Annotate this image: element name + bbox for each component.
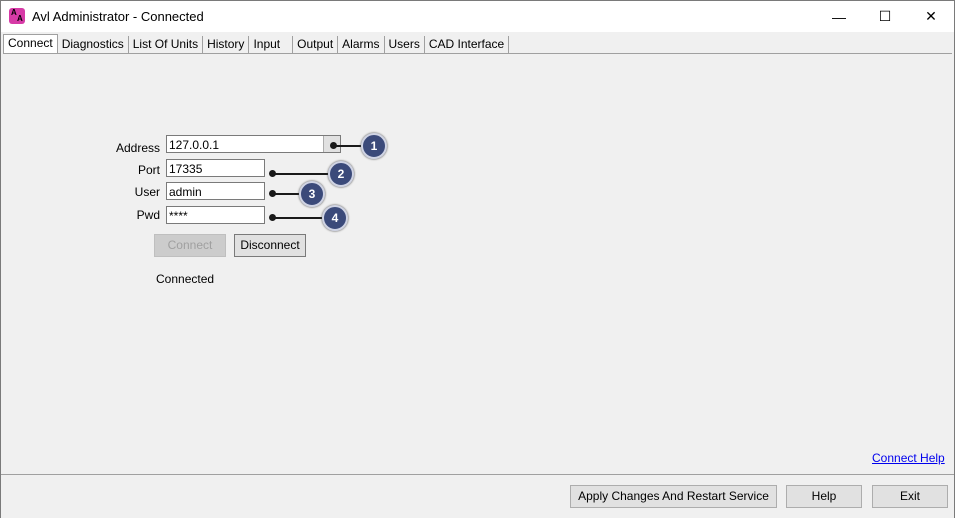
callout-dot [269,214,276,221]
tab-connect[interactable]: Connect [3,34,58,54]
connection-status: Connected [156,272,215,286]
tab-output[interactable]: Output [293,36,339,53]
maximize-button[interactable]: ☐ [862,1,908,32]
connect-panel: Address 127.0.0.1 Port 17335 User admin … [3,53,952,474]
callout-line [273,193,300,195]
address-value: 127.0.0.1 [169,138,220,152]
address-label: Address [115,141,160,155]
tab-history[interactable]: History [203,36,250,53]
help-button[interactable]: Help [786,485,862,508]
user-input[interactable]: admin [166,182,265,200]
pwd-input[interactable]: **** [166,206,265,224]
tab-cad-interface[interactable]: CAD Interface [424,36,510,53]
maximize-icon: ☐ [878,8,892,24]
callout-line [334,145,362,147]
callout-dot [269,170,276,177]
address-combobox[interactable]: 127.0.0.1 [166,135,341,153]
user-label: User [134,185,160,199]
tab-input[interactable]: Input [249,36,294,53]
pwd-label: Pwd [136,208,160,222]
close-icon: ✕ [925,8,937,24]
callout-dot [330,142,337,149]
callout-badge-3: 3 [299,181,325,207]
window-title: Avl Administrator - Connected [32,9,204,24]
port-input[interactable]: 17335 [166,159,265,177]
exit-button[interactable]: Exit [872,485,948,508]
minimize-icon: — [832,8,846,25]
connect-button[interactable]: Connect [154,234,226,257]
callout-badge-2: 2 [328,161,354,187]
callout-line [273,173,329,175]
close-button[interactable]: ✕ [908,1,954,32]
tab-users[interactable]: Users [384,36,425,53]
footer-bar: Apply Changes And Restart Service Help E… [1,474,954,518]
tab-list-of-units[interactable]: List Of Units [128,36,204,53]
disconnect-button[interactable]: Disconnect [234,234,306,257]
minimize-button[interactable]: — [816,1,862,32]
apply-restart-button[interactable]: Apply Changes And Restart Service [570,485,777,508]
tab-strip: Connect Diagnostics List Of Units Histor… [3,34,510,54]
connect-help-link[interactable]: Connect Help [872,451,945,465]
callout-dot [269,190,276,197]
callout-line [273,217,323,219]
tab-diagnostics[interactable]: Diagnostics [57,36,129,53]
callout-badge-4: 4 [322,205,348,231]
callout-badge-1: 1 [361,133,387,159]
port-label: Port [137,163,160,177]
tab-alarms[interactable]: Alarms [338,36,385,53]
